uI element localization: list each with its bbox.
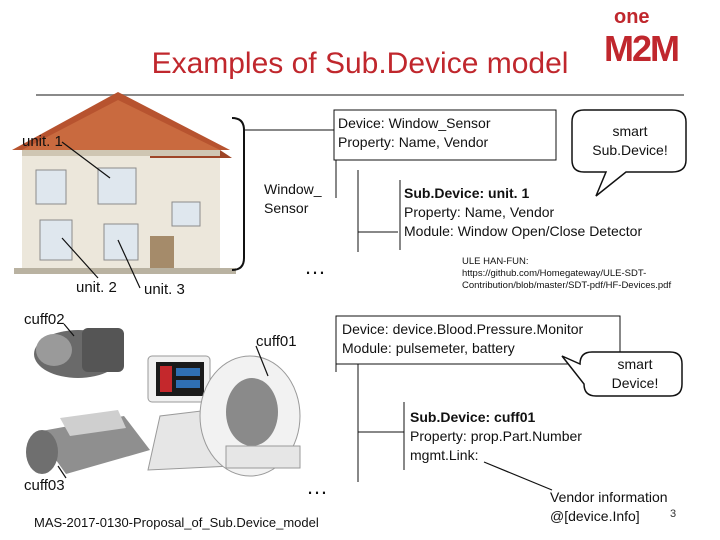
window-sensor-property-line: Property: Name, Vendor (338, 134, 489, 150)
footer-doc-id: MAS-2017-0130-Proposal_of_Sub.Device_mod… (34, 515, 319, 530)
subdevice-unit1-text: Sub.Device: unit. 1 Property: Name, Vend… (404, 184, 704, 241)
subdevice-unit1-line: Sub.Device: unit. 1 (404, 185, 530, 201)
window-sensor-label: Window_ Sensor (264, 180, 322, 218)
subdevice-cuff01-line: Sub.Device: cuff01 (410, 409, 536, 425)
unit1-label: unit. 1 (22, 133, 63, 150)
bubble-device-line1: smart (617, 356, 653, 372)
cuff02-label: cuff02 (24, 311, 65, 328)
unit1-leader (61, 141, 111, 179)
sensor-tree-line (357, 170, 398, 252)
cuff03-leader (57, 465, 67, 479)
window-sensor-device-line: Device: Window_Sensor (338, 115, 491, 131)
unit3-label: unit. 3 (144, 281, 185, 298)
house-illustration (12, 92, 236, 274)
window-sensor-device-text: Device: Window_Sensor Property: Name, Ve… (338, 114, 554, 152)
cuff02-illustration (34, 328, 124, 378)
bubble-subdevice-line2: Sub.Device! (592, 142, 668, 158)
window-sensor-label-line1: Window_ (264, 181, 322, 197)
smart-device-bubble-text: smart Device! (590, 355, 680, 393)
subdevice-cuff01-text: Sub.Device: cuff01 Property: prop.Part.N… (410, 408, 640, 465)
bp-device-line: Device: device.Blood.Pressure.Monitor (342, 321, 584, 337)
blood-pressure-monitor-illustration (147, 355, 301, 477)
vendor-information-text: Vendor information @[device.Info] (550, 488, 710, 526)
reference-line1: ULE HAN-FUN: (462, 256, 529, 267)
window-sensor-label-line2: Sensor (264, 200, 309, 216)
reference-line2: https://github.com/Homegateway/ULE-SDT- (462, 268, 647, 279)
logo-top-text: one (614, 6, 650, 28)
mgmt-link-arrow (483, 461, 553, 491)
reference-line3: Contribution/blob/master/SDT-pdf/HF-Devi… (462, 280, 672, 291)
bp-more-dots: … (306, 474, 334, 499)
logo-bottom-text: M2M (604, 28, 680, 69)
title-divider (36, 94, 684, 96)
smart-subdevice-bubble-text: smart Sub.Device! (580, 122, 680, 160)
window-sensor-device-box (333, 109, 557, 161)
bp-device-text: Device: device.Blood.Pressure.Monitor Mo… (342, 320, 618, 358)
unit2-leader (61, 237, 99, 279)
subdevice-cuff01-mgmt-link-line: mgmt.Link: (410, 447, 479, 463)
house-bracket (231, 117, 245, 271)
bubble-subdevice-line1: smart (612, 123, 648, 139)
bp-device-box (335, 315, 621, 365)
unit2-label: unit. 2 (76, 279, 117, 296)
page-number: 3 (670, 508, 677, 520)
ule-han-fun-reference: ULE HAN-FUN: https://github.com/Homegate… (462, 256, 712, 292)
subdevice-cuff01-property-line: Property: prop.Part.Number (410, 428, 582, 444)
bp-device-stem (335, 364, 404, 482)
onem2m-logo: one M2M (598, 6, 708, 76)
subdevice-unit1-property-line: Property: Name, Vendor (404, 204, 555, 220)
subdevice-unit1-module-line: Module: Window Open/Close Detector (404, 223, 643, 239)
cuff02-leader (63, 323, 75, 337)
vendor-info-line2: @[device.Info] (550, 508, 640, 524)
unit3-leader (117, 239, 141, 289)
cuff03-illustration (26, 410, 150, 474)
cuff01-label: cuff01 (256, 333, 297, 350)
window-sensor-more-dots: … (304, 254, 332, 279)
cuff03-label: cuff03 (24, 477, 65, 494)
speech-bubble-subdevice (571, 109, 687, 197)
bubble-device-line2: Device! (611, 375, 659, 391)
page-title: Examples of Sub.Device model (151, 47, 569, 80)
cuff01-leader (255, 345, 269, 377)
speech-bubble-device (561, 351, 683, 397)
vendor-info-line1: Vendor information (550, 489, 668, 505)
bp-device-module-line: Module: pulsemeter, battery (342, 340, 515, 356)
